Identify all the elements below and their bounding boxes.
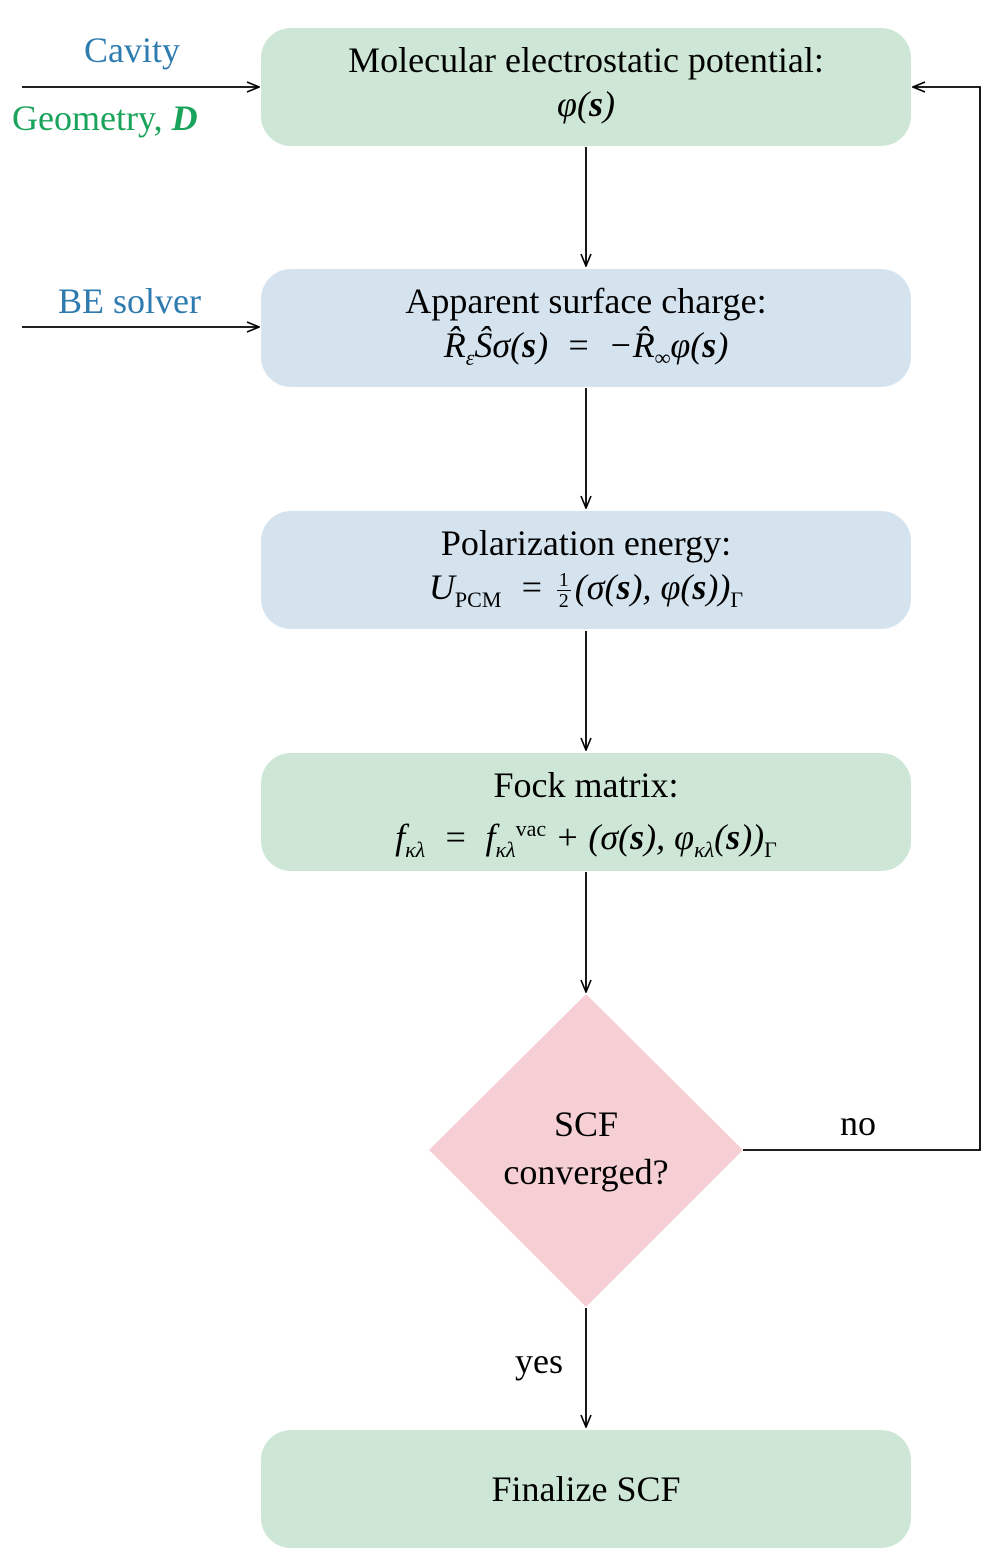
charge-title: Apparent surface charge: — [405, 281, 767, 321]
decision-label: SCF converged? — [436, 1100, 736, 1196]
fock-title: Fock matrix: — [493, 765, 679, 805]
arrow-no-loop — [743, 87, 981, 1151]
decision-line1: SCF — [553, 1104, 619, 1144]
potential-title: Molecular electrostatic potential: — [348, 40, 824, 80]
geometry-label: Geometry, D — [12, 98, 198, 138]
node-electrostatic-potential: Molecular electrostatic potential: φ(s) — [261, 28, 911, 146]
cavity-label: Cavity — [84, 30, 180, 70]
decision-line2: converged? — [503, 1152, 669, 1192]
node-fock-matrix: Fock matrix: fκλ = fκλvac + (σ(s), φκλ(s… — [261, 753, 911, 871]
charge-formula: R̂εŜσ(s) = −R̂∞φ(s) — [443, 325, 729, 371]
energy-title: Polarization energy: — [440, 523, 732, 563]
geometry-text: Geometry, — [12, 98, 163, 138]
node-finalize-scf: Finalize SCF — [261, 1430, 911, 1548]
be-solver-label: BE solver — [58, 281, 201, 321]
decision-diamond — [429, 994, 743, 1307]
potential-formula: φ(s) — [557, 84, 615, 124]
density-symbol: D — [171, 98, 198, 138]
node-apparent-surface-charge: Apparent surface charge: R̂εŜσ(s) = −R̂∞… — [261, 269, 911, 387]
fock-formula: fκλ = fκλvac + (σ(s), φκλ(s))Γ — [395, 816, 777, 863]
edge-label-yes: yes — [515, 1341, 563, 1381]
edge-label-no: no — [840, 1103, 876, 1143]
